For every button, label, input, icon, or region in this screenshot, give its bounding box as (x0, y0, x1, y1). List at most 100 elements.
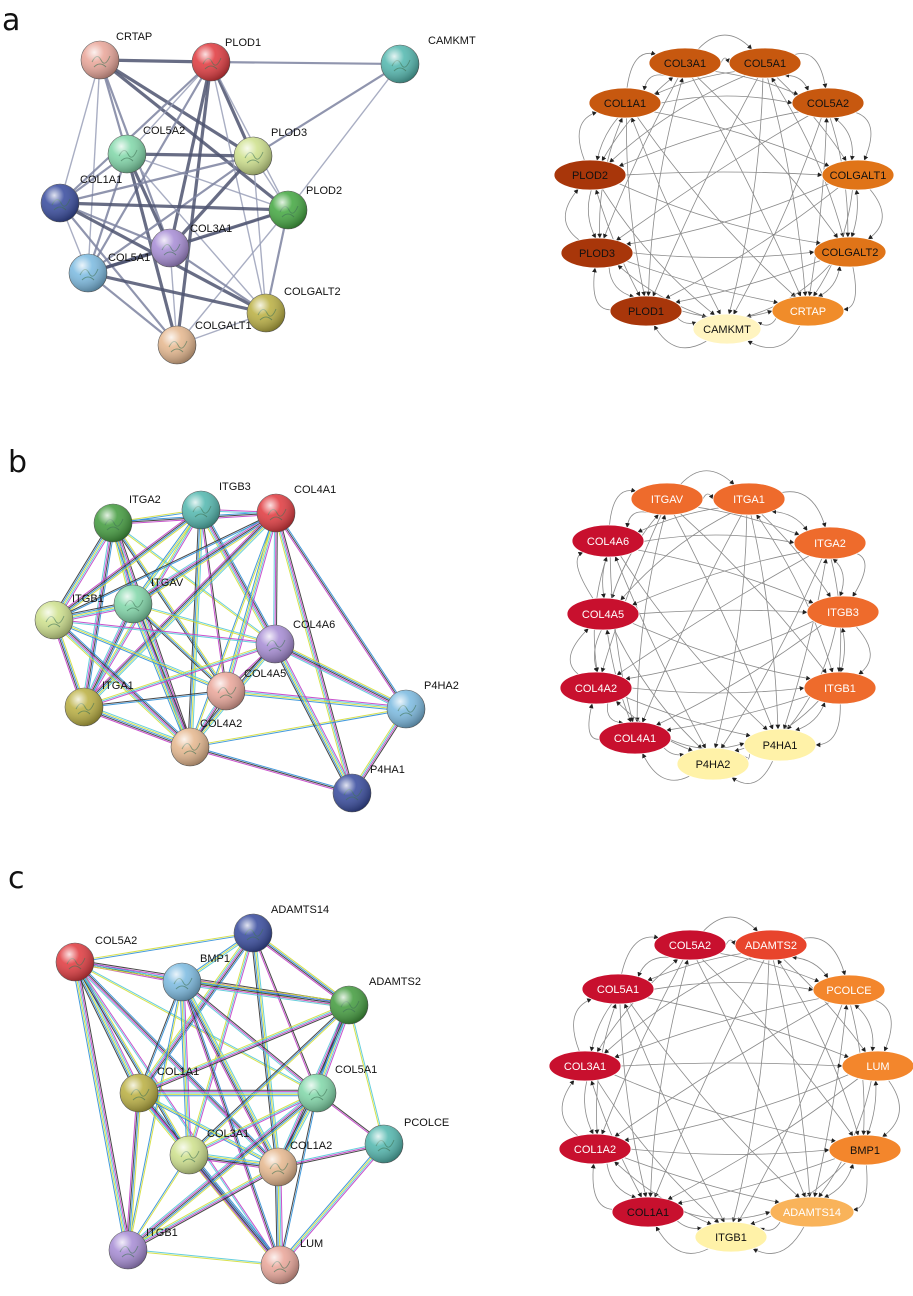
hub-node-label: LUM (866, 1061, 889, 1073)
hub-edge (624, 1157, 780, 1204)
hub-edge (660, 95, 793, 105)
hub-node-pcolce: PCOLCE (812, 974, 886, 1006)
string-node-label: COL1A2 (290, 1140, 332, 1152)
hub-edge (619, 1003, 648, 1198)
hub-edge (625, 183, 829, 246)
hub-edge (767, 77, 808, 297)
string-node-itga2: ITGA2 (93, 494, 161, 543)
hub-edge (653, 982, 814, 992)
string-edge (83, 642, 276, 709)
hub-node-ellipse (558, 1133, 632, 1165)
hub-edge (593, 629, 602, 673)
hub-edge (720, 558, 823, 749)
hub-edge (642, 753, 690, 781)
string-node-label: COL4A2 (200, 718, 242, 730)
string-node-label: COL4A1 (294, 484, 336, 496)
hub-edge (817, 265, 842, 297)
sphere-highlight (234, 137, 272, 175)
hub-node-label: CRTAP (790, 306, 826, 318)
hub-edge (727, 77, 764, 315)
string-edge (137, 981, 184, 1094)
string-edge (71, 961, 132, 1251)
string-node-label: COL4A5 (244, 668, 286, 680)
hub-edge (616, 115, 809, 241)
hub-node-itga1: ITGA1 (712, 482, 786, 516)
hub-edge (618, 111, 799, 167)
hub-node-ellipse (769, 1196, 855, 1228)
hub-node-col1a1: COL1A1 (611, 1196, 685, 1228)
hub-edge (631, 551, 801, 606)
string-node-col1a1: COL1A1 (119, 1066, 199, 1113)
hub-edge (750, 514, 781, 730)
sphere-highlight (261, 1246, 299, 1284)
hub-edge (856, 626, 871, 675)
string-node-col1a2: COL1A2 (258, 1140, 332, 1187)
hub-node-ellipse (559, 671, 633, 705)
string-edge (252, 63, 401, 157)
hub-node-label: COL5A1 (597, 984, 639, 996)
hub-node-ellipse (611, 1196, 685, 1228)
hub-edges (569, 470, 871, 784)
hub-node-p4ha2: P4HA2 (676, 747, 750, 781)
string-edge (111, 521, 228, 693)
hub-edge (614, 1161, 712, 1225)
hub-edge (589, 1003, 613, 1052)
string-edge (131, 602, 228, 693)
hub-edge (713, 514, 748, 749)
hub-edge (794, 53, 828, 89)
string-edge (52, 507, 203, 623)
string-node-col4a2: COL4A2 (170, 718, 242, 767)
string-edges (71, 930, 386, 1268)
hub-node-ellipse (609, 295, 683, 327)
string-node-itgb1: ITGB1 (108, 1227, 178, 1270)
string-edge (59, 61, 212, 204)
string-node-label: COL5A2 (143, 125, 185, 137)
hub-node-label: ITGB1 (824, 683, 856, 695)
string-edge (81, 522, 116, 708)
hub-edge (725, 939, 736, 946)
string-edge (187, 509, 204, 748)
string-node-itgav: ITGAV (113, 577, 184, 624)
string-edge (251, 930, 351, 1008)
string-edge (87, 155, 254, 274)
hub-edge (631, 686, 805, 694)
hub-node-label: COL3A1 (664, 58, 706, 70)
hub-node-colgalt1: COLGALT1 (821, 159, 895, 191)
hub-edge (823, 1163, 854, 1199)
hub-node-ellipse (791, 87, 865, 119)
hub-edge (854, 1004, 876, 1052)
string-edge (273, 512, 355, 794)
string-edge (198, 508, 278, 646)
hub-edge (866, 1080, 879, 1136)
string-edge (252, 155, 267, 314)
hub-edge (614, 1074, 837, 1143)
hub-edge (637, 507, 720, 533)
hub-node-col5a2: COL5A2 (653, 929, 727, 961)
hub-edge (630, 1147, 830, 1155)
hub-edge (733, 117, 822, 315)
sphere-highlight (192, 43, 230, 81)
string-node-colgalt2: COLGALT2 (246, 286, 341, 333)
hub-edge (691, 77, 802, 297)
hub-edge (852, 1164, 868, 1212)
string-node-label: ITGA2 (129, 494, 161, 506)
hub-node-label: ITGAV (651, 494, 684, 506)
hub-node-label: COLGALT2 (822, 247, 879, 259)
string-edge (59, 154, 254, 205)
string-edge (210, 61, 289, 211)
hub-node-ellipse (553, 159, 627, 191)
hub-node-label: COL1A1 (627, 1207, 669, 1219)
hub-edge (746, 264, 831, 318)
hub-node-bmp1: BMP1 (828, 1134, 902, 1166)
string-node-plod2: PLOD2 (268, 185, 342, 230)
string-node-col4a5: COL4A5 (206, 668, 286, 711)
sphere-highlight (171, 728, 209, 766)
string-edge (137, 1002, 351, 1096)
sphere-highlight (35, 601, 73, 639)
hub-edge (625, 171, 823, 178)
hub-edge (803, 937, 847, 976)
string-edge (126, 153, 289, 211)
string-edge (126, 61, 212, 155)
sphere-highlight (387, 690, 425, 728)
